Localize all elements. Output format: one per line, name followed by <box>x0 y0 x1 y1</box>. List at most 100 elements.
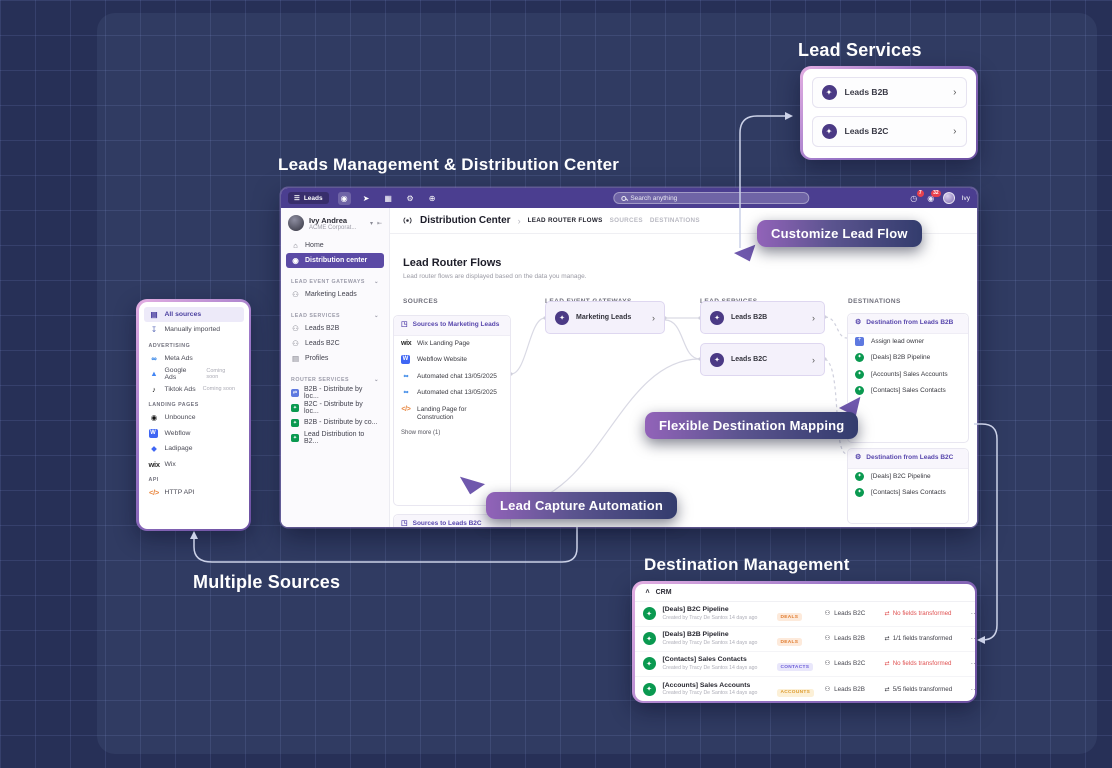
chevron-right-icon: › <box>652 312 655 323</box>
source-filter-all[interactable]: ▤ All sources <box>143 306 244 322</box>
people-icon: ⚇ <box>292 324 299 333</box>
zoho-icon: ✦ <box>642 682 656 696</box>
history-clock-icon[interactable]: ◷7 <box>910 189 924 203</box>
code-icon: </> <box>401 405 411 413</box>
section-caret-icon: ⌄ <box>374 278 379 285</box>
tab-destinations[interactable]: DESTINATIONS <box>649 217 700 224</box>
show-more-link[interactable]: Show more (1) <box>401 430 441 437</box>
search-icon <box>621 195 627 201</box>
source-filter-manual[interactable]: ↧ Manually imported <box>144 322 244 338</box>
collapse-sidebar-icon[interactable]: ⇤ <box>376 220 382 227</box>
source-wix[interactable]: wix Wix <box>148 459 176 469</box>
source-item-chat-2[interactable]: ∞ Automated chat 13/05/2025 <box>394 385 510 401</box>
gateway-node-marketing-leads[interactable]: ✦ Marketing Leads › <box>545 301 665 334</box>
search-input[interactable]: Search anything <box>613 192 810 204</box>
notifications-bell-icon[interactable]: ◉32 <box>927 189 941 203</box>
section-landing-pages: LANDING PAGES <box>148 402 199 408</box>
zoho-icon: ✦ <box>642 632 656 645</box>
sidebar-item-home[interactable]: ⌂ Home <box>286 238 384 253</box>
sidebar-item-router-2[interactable]: ✦ B2C - Distribute by loc... <box>291 400 363 415</box>
people-icon: ⚇ <box>824 685 831 693</box>
flows-subtitle: Lead router flows are displayed based on… <box>403 273 587 280</box>
service-icon: ✦ <box>710 352 724 367</box>
settings-gear-icon[interactable]: ⚙ <box>406 193 414 203</box>
source-google-ads[interactable]: ▲ Google Ads Coming soon <box>144 366 244 382</box>
service-icon: ✦ <box>710 310 724 325</box>
sidebar-item-router-3[interactable]: ✦ B2B - Distribute by co... <box>291 418 378 427</box>
webflow-icon: W <box>401 355 410 365</box>
destination-item-assign-owner[interactable]: + Assign lead owner <box>848 334 968 350</box>
sidebar-item-leads-b2c[interactable]: ⚇ Leads B2C <box>292 339 340 348</box>
distribution-icon[interactable]: ◉ <box>337 191 351 205</box>
source-http-api[interactable]: </> HTTP API <box>149 488 195 498</box>
apps-icon[interactable]: ▦ <box>384 193 392 203</box>
row-menu-icon[interactable]: ⋯ <box>970 659 975 668</box>
import-icon: ↧ <box>150 325 158 335</box>
source-item-chat-1[interactable]: ∞ Automated chat 13/05/2025 <box>394 369 510 385</box>
destination-item-sales-accounts[interactable]: ✦ [Accounts] Sales Accounts <box>848 367 968 383</box>
destination-group-header[interactable]: ⚙ Destination from Leads B2B <box>848 314 968 334</box>
add-icon[interactable]: ⊕ <box>428 193 436 203</box>
module-badge: DEALS <box>776 638 803 646</box>
workspace-avatar <box>288 215 304 231</box>
hamburger-icon: ☰ <box>294 195 300 202</box>
source-item-landing-page[interactable]: </> Landing Page for Construction <box>401 405 467 421</box>
caret-down-icon[interactable]: ▾ <box>369 220 373 227</box>
multiple-sources-panel: ▤ All sources ↧ Manually imported ADVERT… <box>136 299 251 531</box>
source-group-header[interactable]: ◳ Sources to Marketing Leads <box>394 316 510 336</box>
sidebar-item-marketing-leads[interactable]: ⚇ Marketing Leads <box>292 290 357 299</box>
source-meta-ads[interactable]: ∞ Meta Ads <box>144 351 244 367</box>
source-unbounce[interactable]: ◉ Unbounce <box>144 410 244 426</box>
sidebar-item-router-4[interactable]: ✦ Lead Distribution to B2... <box>291 430 365 445</box>
row-menu-icon[interactable]: ⋯ <box>970 634 975 643</box>
source-item-wix[interactable]: wix Wix Landing Page <box>401 339 470 347</box>
column-header-destinations: DESTINATIONS <box>848 298 901 305</box>
source-group-header[interactable]: ◳ Sources to Leads B2C <box>394 515 510 527</box>
source-item-webflow[interactable]: W Webflow Website <box>401 355 467 365</box>
wix-icon: wix <box>401 339 412 347</box>
source-tiktok-ads[interactable]: ♪ Tiktok Ads Coming soon <box>144 382 244 398</box>
service-node-leads-b2c[interactable]: ✦ Leads B2C › <box>700 343 825 376</box>
section-api: API <box>148 477 159 483</box>
main-menu-button[interactable]: ☰ Leads <box>288 192 329 204</box>
ladipage-icon: ◆ <box>151 444 157 454</box>
destination-group-header[interactable]: ⚙ Destination from Leads B2C <box>848 449 968 469</box>
row-menu-icon[interactable]: ⋯ <box>970 609 975 618</box>
sidebar-item-router-1[interactable]: ⇄ B2B - Distribute by loc... <box>291 385 363 400</box>
workspace-switcher[interactable]: Ivy Andrea ACME Corporat... ▾ ⇤ <box>286 213 384 238</box>
chevron-right-icon: › <box>812 354 815 365</box>
destination-item-sales-contacts[interactable]: ✦ [Contacts] Sales Contacts <box>848 383 968 399</box>
chevron-right-icon: › <box>953 125 957 137</box>
tab-sources[interactable]: SOURCES <box>609 217 643 224</box>
service-node-leads-b2b[interactable]: ✦ Leads B2B › <box>700 301 825 334</box>
people-icon: ⚇ <box>292 290 299 299</box>
megaphone-icon[interactable]: ➤ <box>362 193 370 203</box>
app-topbar: ☰ Leads ◉ ➤ ▦ ⚙ ⊕ Search anything ◷7 ◉32… <box>281 188 977 208</box>
row-menu-icon[interactable]: ⋯ <box>970 684 975 694</box>
sidebar-item-profiles[interactable]: ▤ Profiles <box>291 354 329 363</box>
lead-service-b2c[interactable]: ✦ Leads B2C › <box>811 115 967 147</box>
lead-service-b2b[interactable]: ✦ Leads B2B › <box>811 76 967 108</box>
assign-owner-icon: + <box>855 336 864 346</box>
sidebar-section-lead-services[interactable]: LEAD SERVICES ⌄ <box>291 312 379 319</box>
sidebar-section-router-services[interactable]: ROUTER SERVICES ⌄ <box>291 376 379 383</box>
source-webflow[interactable]: W Webflow <box>148 428 191 438</box>
tab-lead-router-flows[interactable]: LEAD ROUTER FLOWS <box>527 217 603 224</box>
source-ladipage[interactable]: ◆ Ladipage <box>144 441 244 457</box>
transform-icon: ⇄ <box>884 610 890 617</box>
user-avatar[interactable] <box>942 192 955 204</box>
destination-item-sales-contacts-2[interactable]: ✦ [Contacts] Sales Contacts <box>848 485 968 501</box>
sidebar-section-gateways[interactable]: LEAD EVENT GATEWAYS ⌄ <box>291 278 379 285</box>
sidebar-item-leads-b2b[interactable]: ⚇ Leads B2B <box>292 324 340 333</box>
module-badge: ACCOUNTS <box>776 688 815 697</box>
app-window: ☰ Leads ◉ ➤ ▦ ⚙ ⊕ Search anything ◷7 ◉32… <box>281 188 977 527</box>
crm-group-header[interactable]: ˄ CRM <box>634 584 975 602</box>
section-advertising: ADVERTISING <box>148 342 191 349</box>
destination-item-b2b-pipeline[interactable]: ✦ [Deals] B2B Pipeline <box>848 350 968 366</box>
sidebar-item-distribution-center[interactable]: ◉ Distribution center <box>286 253 384 268</box>
destination-item-b2c-pipeline[interactable]: ✦ [Deals] B2C Pipeline <box>848 469 968 485</box>
